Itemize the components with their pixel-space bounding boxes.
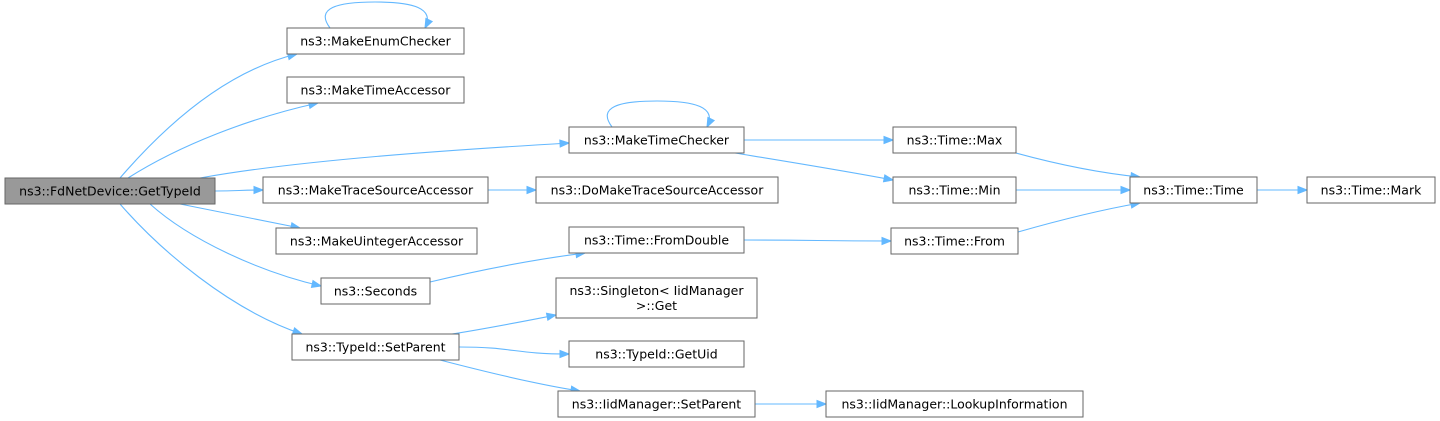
edge-root-to-tracesrcacc-arrowhead — [253, 185, 265, 195]
node-label: ns3::MakeUintegerAccessor — [290, 234, 464, 249]
node-label: ns3::FdNetDevice::GetTypeId — [19, 184, 201, 199]
node-setparent[interactable]: ns3::TypeId::SetParent — [291, 333, 460, 361]
edge-timetime-to-timemark-arrowhead — [1297, 185, 1309, 195]
edge-root-to-timechecker-arrowhead — [559, 139, 571, 148]
node-label: ns3::Singleton< IidManager — [569, 283, 744, 298]
edge-root-to-enumchecker — [119, 53, 298, 179]
node-label: ns3::TypeId::GetUid — [595, 347, 717, 362]
node-label: ns3::TypeId::SetParent — [305, 340, 445, 355]
node-label: ns3::Time::Min — [908, 183, 1000, 198]
edge-timechecker-to-timemin — [734, 152, 894, 181]
node-timechecker[interactable]: ns3::MakeTimeChecker — [568, 126, 745, 154]
node-enumchecker[interactable]: ns3::MakeEnumChecker — [286, 27, 465, 55]
edge-tracesrcacc-to-domaketrace-arrowhead — [526, 185, 538, 195]
node-box — [286, 76, 465, 104]
node-box — [535, 176, 779, 204]
node-fromdouble[interactable]: ns3::Time::FromDouble — [568, 226, 745, 254]
node-label: ns3::MakeTimeChecker — [584, 133, 730, 148]
node-label: ns3::Time::From — [904, 234, 1005, 249]
edge-timechecker-to-timechecker — [606, 100, 710, 128]
node-timefrom[interactable]: ns3::Time::From — [890, 227, 1019, 255]
node-lookupinfo[interactable]: ns3::IidManager::LookupInformation — [825, 390, 1084, 418]
edge-fromdouble-to-timefrom — [743, 239, 892, 242]
edge-fromdouble-to-timefrom-arrowhead — [881, 236, 893, 246]
edge-setparent-to-singletonget-arrowhead — [545, 312, 558, 321]
node-box — [1129, 176, 1258, 204]
node-singletonget[interactable]: ns3::Singleton< IidManager>::Get — [555, 277, 758, 319]
node-timetime[interactable]: ns3::Time::Time — [1129, 176, 1258, 204]
edge-seconds-to-fromdouble — [429, 252, 586, 283]
edge-enumchecker-to-enumchecker-arrowhead — [424, 17, 434, 30]
node-box — [291, 333, 460, 361]
node-label: ns3::Time::Time — [1143, 183, 1244, 198]
node-timemax[interactable]: ns3::Time::Max — [892, 126, 1017, 154]
node-label: ns3::MakeTimeAccessor — [301, 83, 452, 98]
edge-timefrom-to-timetime — [1017, 202, 1141, 233]
node-label: ns3::IidManager::LookupInformation — [841, 397, 1067, 412]
node-box — [568, 340, 745, 368]
node-box — [1306, 176, 1436, 204]
node-box — [4, 177, 216, 205]
edge-timechecker-to-timemax-arrowhead — [883, 135, 895, 145]
edge-iidsetparent-to-lookupinfo-arrowhead — [816, 399, 828, 409]
node-box — [892, 126, 1017, 154]
node-label: ns3::Seconds — [334, 284, 417, 299]
edge-enumchecker-to-enumchecker — [324, 1, 428, 29]
edge-setparent-to-getuid — [458, 346, 570, 355]
edge-root-to-setparent-arrowhead — [291, 326, 304, 336]
node-box — [568, 126, 745, 154]
edge-timechecker-to-timechecker-arrowhead — [706, 116, 716, 129]
node-box — [557, 390, 756, 418]
node-box — [892, 176, 1017, 204]
node-label: ns3::MakeEnumChecker — [300, 34, 451, 49]
node-label: ns3::Time::Max — [907, 133, 1003, 148]
node-iidsetparent[interactable]: ns3::IidManager::SetParent — [557, 390, 756, 418]
edge-root-to-seconds — [149, 203, 322, 287]
node-domaketrace[interactable]: ns3::DoMakeTraceSourceAccessor — [535, 176, 779, 204]
edge-timemax-to-timetime — [1015, 152, 1141, 178]
nodes-layer: ns3::FdNetDevice::GetTypeId ns3::MakeEnum… — [4, 27, 1436, 418]
edge-root-to-setparent — [119, 203, 303, 335]
node-timemin[interactable]: ns3::Time::Min — [892, 176, 1017, 204]
edge-root-to-timechecker — [199, 142, 570, 179]
node-box — [890, 227, 1019, 255]
edge-setparent-to-iidsetparent — [439, 359, 581, 392]
node-label: ns3::DoMakeTraceSourceAccessor — [551, 183, 765, 198]
edge-root-to-uintacc — [179, 203, 301, 229]
edge-root-to-seconds-arrowhead — [310, 279, 323, 288]
edge-timemin-to-timetime-arrowhead — [1120, 185, 1132, 195]
node-getuid[interactable]: ns3::TypeId::GetUid — [568, 340, 745, 368]
edge-setparent-to-getuid-arrowhead — [559, 349, 571, 359]
node-seconds[interactable]: ns3::Seconds — [320, 277, 431, 305]
node-box — [262, 176, 489, 204]
node-label: ns3::IidManager::SetParent — [572, 397, 742, 412]
node-label: ns3::Time::Mark — [1321, 183, 1422, 198]
node-uintacc[interactable]: ns3::MakeUintegerAccessor — [275, 227, 478, 255]
node-timemark[interactable]: ns3::Time::Mark — [1306, 176, 1436, 204]
edge-root-to-timeaccessor — [127, 102, 319, 179]
node-box — [825, 390, 1084, 418]
node-label: ns3::Time::FromDouble — [584, 233, 729, 248]
node-timeaccessor[interactable]: ns3::MakeTimeAccessor — [286, 76, 465, 104]
node-box — [555, 277, 758, 319]
node-box — [320, 277, 431, 305]
node-root[interactable]: ns3::FdNetDevice::GetTypeId — [4, 177, 216, 205]
edge-setparent-to-singletonget — [451, 314, 557, 335]
edge-timechecker-to-timemin-arrowhead — [882, 174, 895, 183]
node-label: ns3::MakeTraceSourceAccessor — [278, 183, 474, 198]
node-box — [286, 27, 465, 55]
node-tracesrcacc[interactable]: ns3::MakeTraceSourceAccessor — [262, 176, 489, 204]
node-box — [275, 227, 478, 255]
node-box — [568, 226, 745, 254]
node-label: >::Get — [636, 298, 677, 313]
